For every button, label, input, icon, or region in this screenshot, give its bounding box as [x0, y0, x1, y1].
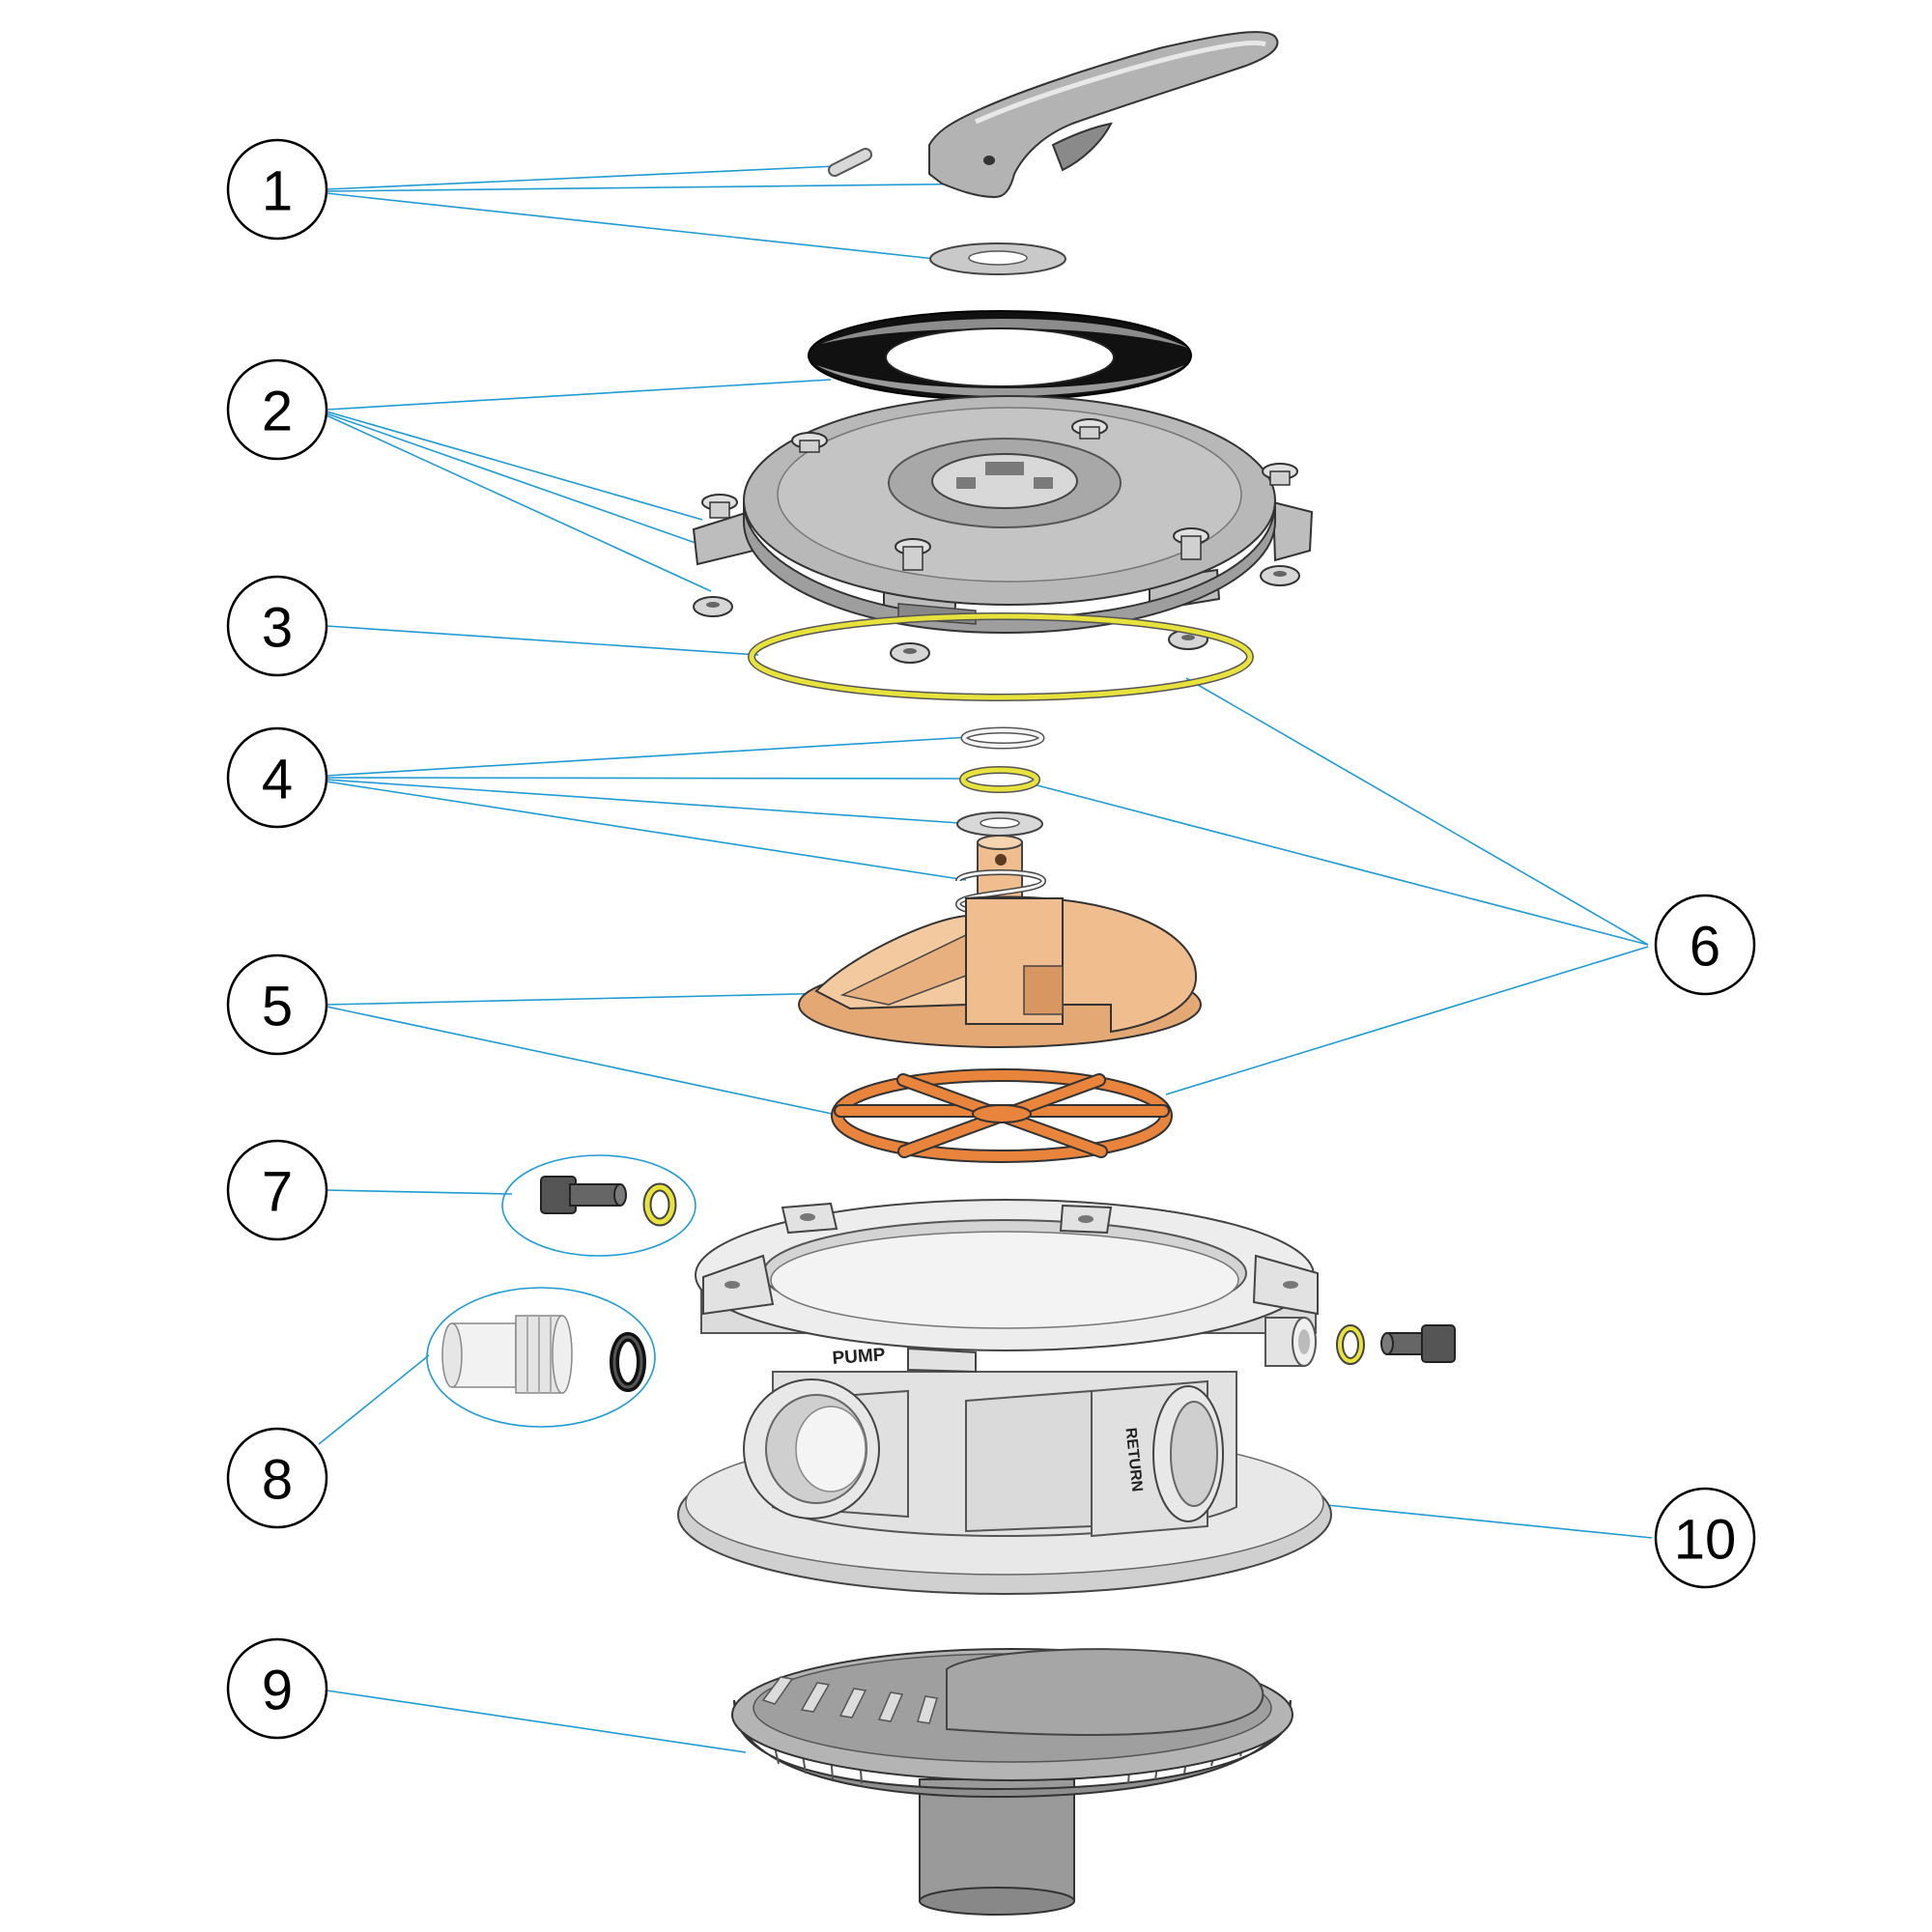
cover-assembly	[692, 310, 1314, 664]
diffuser-part	[731, 1648, 1293, 1916]
rotor-part	[798, 895, 1202, 1048]
body-drain-group	[1336, 1324, 1456, 1365]
nut-part	[890, 642, 930, 664]
leader-lines	[318, 165, 1653, 1753]
callout-9: 9	[226, 1637, 328, 1740]
screw-part	[1071, 418, 1108, 440]
body-drain-plug-part	[1380, 1324, 1456, 1363]
callout-4-number: 4	[262, 749, 293, 811]
valve-body-part: PUMP RETURN	[677, 1199, 1332, 1595]
adapter-gasket-part	[610, 1332, 646, 1392]
shaft-oring-part	[959, 766, 1040, 793]
callout-3: 3	[226, 575, 328, 677]
nut-part	[693, 596, 733, 617]
shaft-washer-part	[956, 811, 1043, 837]
callout-2-number: 2	[262, 381, 293, 443]
cover-gasket-part	[808, 310, 1192, 401]
valve-cover-part	[692, 395, 1314, 635]
return-label: RETURN	[1122, 1427, 1146, 1492]
callout-9-number: 9	[262, 1660, 293, 1722]
cover-screws	[701, 418, 1298, 571]
callout-3-number: 3	[262, 597, 293, 660]
callout-6-number: 6	[1690, 916, 1720, 979]
callout-5: 5	[226, 953, 328, 1056]
callout-10: 10	[1654, 1487, 1756, 1589]
callout-1: 1	[226, 138, 328, 241]
handle-assembly	[828, 31, 1279, 275]
screw-part	[701, 494, 738, 519]
pump-label: PUMP	[832, 1345, 887, 1369]
screw-part	[791, 432, 828, 453]
screw-part	[895, 538, 931, 571]
callout-7: 7	[226, 1139, 328, 1241]
adapter-group	[441, 1315, 646, 1394]
callout-5-number: 5	[262, 976, 293, 1038]
screw-part	[1173, 527, 1209, 560]
drain-plug-part	[540, 1176, 627, 1214]
drain-plug-group	[540, 1176, 677, 1227]
handle-part	[928, 31, 1279, 199]
callout-4: 4	[226, 726, 328, 829]
bowl-slots	[761, 1676, 938, 1724]
callout-7-number: 7	[262, 1161, 293, 1224]
callout-6: 6	[1654, 894, 1756, 996]
body-drain-oring-part	[1336, 1324, 1365, 1365]
pin-part	[828, 148, 872, 177]
nut-part	[1260, 565, 1300, 586]
cover-oring-part	[748, 612, 1254, 701]
star-gasket-part	[831, 1068, 1173, 1163]
washer-part	[929, 242, 1066, 275]
callout-2: 2	[226, 358, 328, 461]
shaft-seal-ring-part	[960, 726, 1045, 750]
callout-1-number: 1	[262, 160, 293, 223]
screw-part	[1262, 463, 1298, 486]
adapter-part	[441, 1315, 573, 1394]
callout-10-number: 10	[1674, 1509, 1737, 1572]
callout-8: 8	[226, 1427, 328, 1529]
callout-8-number: 8	[262, 1449, 293, 1512]
drain-oring-part	[642, 1182, 677, 1227]
